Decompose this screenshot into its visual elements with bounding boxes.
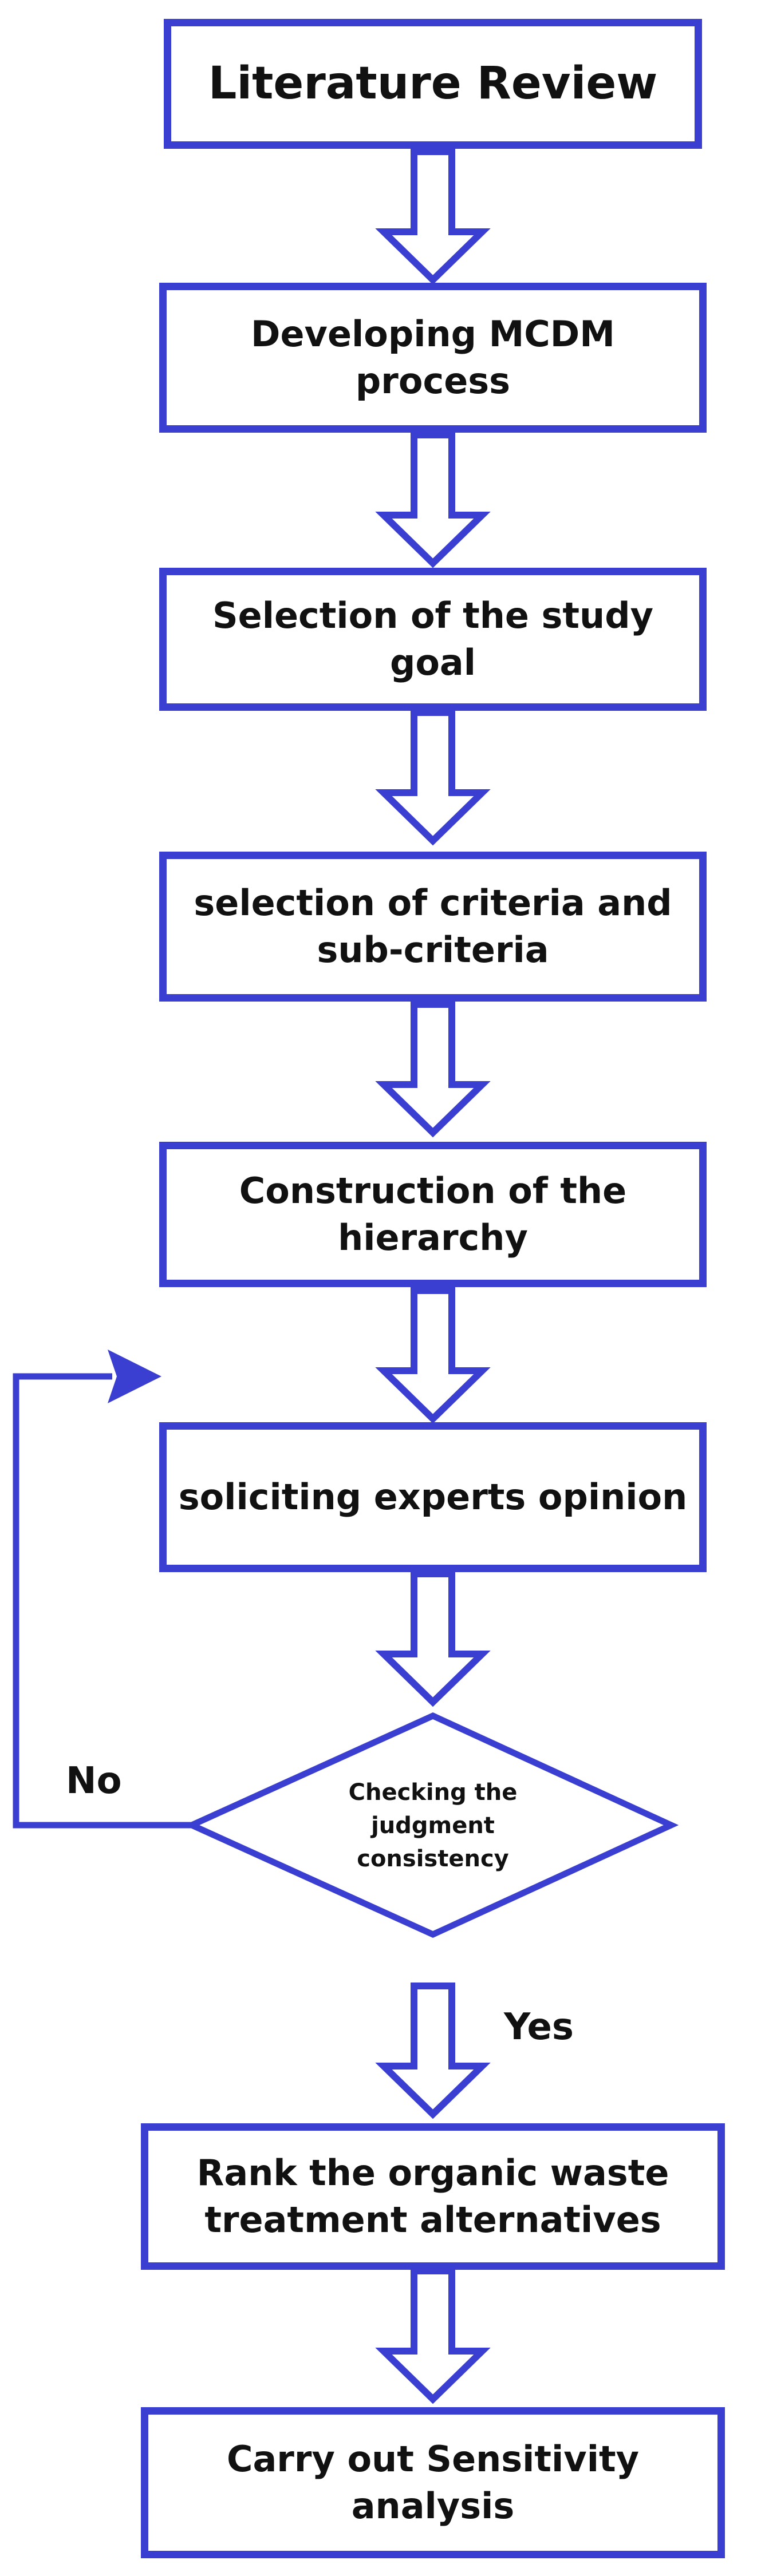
down-arrow-4 xyxy=(375,1001,491,1138)
no-feedback-line xyxy=(13,1373,192,1829)
yes-label: Yes xyxy=(504,2006,574,2048)
step-soliciting-experts-opinion: soliciting experts opinion xyxy=(159,1422,707,1572)
down-arrow-1 xyxy=(375,148,491,285)
step-selection-study-goal: Selection of the study goal xyxy=(159,568,707,711)
no-label: No xyxy=(66,1760,122,1802)
decision-diamond xyxy=(184,1712,679,1938)
down-arrow-yes xyxy=(375,1983,491,2119)
no-feedback-arrowhead xyxy=(108,1350,161,1403)
step-sensitivity-analysis: Carry out Sensitivity analysis xyxy=(141,2407,725,2558)
step-developing-mcdm-process: Developing MCDM process xyxy=(159,283,707,433)
step-selection-criteria: selection of criteria and sub-criteria xyxy=(159,852,707,1002)
down-arrow-6 xyxy=(375,1570,491,1707)
step-construction-hierarchy: Construction of the hierarchy xyxy=(159,1142,707,1287)
down-arrow-8 xyxy=(375,2268,491,2404)
step-literature-review: Literature Review xyxy=(164,19,702,149)
step-rank-alternatives: Rank the organic waste treatment alterna… xyxy=(141,2123,725,2270)
down-arrow-3 xyxy=(375,709,491,846)
decision-text: Checking the judgment consistency xyxy=(348,1779,518,1872)
down-arrow-5 xyxy=(375,1287,491,1424)
down-arrow-2 xyxy=(375,432,491,568)
